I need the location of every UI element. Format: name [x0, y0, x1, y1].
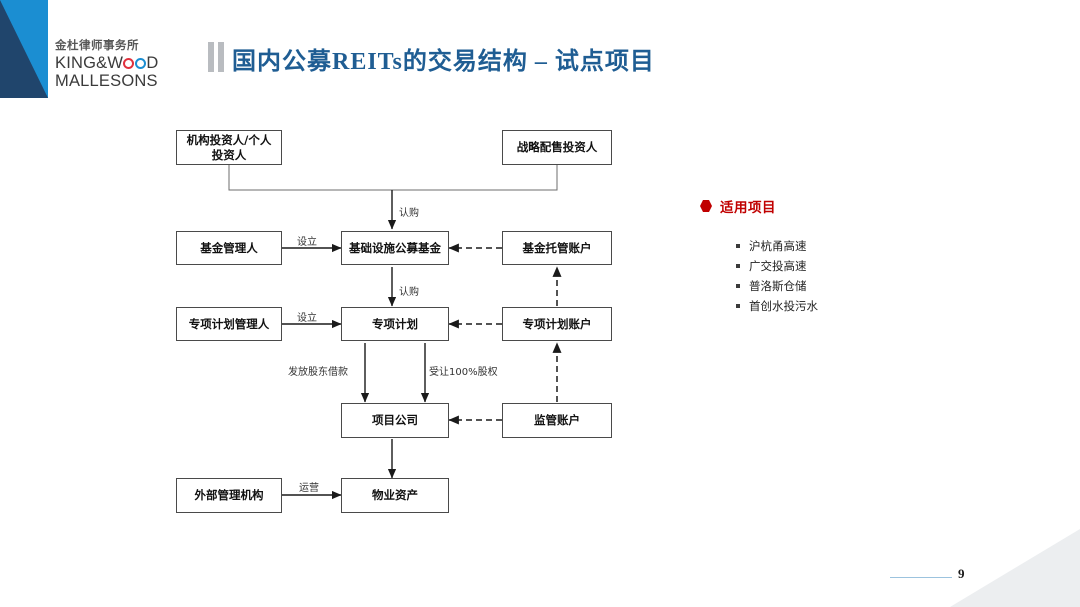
logo-o-red-icon — [123, 57, 135, 69]
list-item-label: 首创水投污水 — [749, 299, 818, 313]
node-fund-manager[interactable]: 基金管理人 — [176, 231, 282, 265]
edge-label-operation: 运营 — [299, 483, 319, 494]
title-bar-1 — [208, 42, 214, 72]
node-strategic-investors-label: 战略配售投资人 — [516, 140, 598, 155]
node-special-plan[interactable]: 专项计划 — [341, 307, 449, 341]
node-institutional-investors-label: 机构投资人/个人投资人 — [186, 132, 272, 162]
corner-decoration — [950, 529, 1080, 607]
list-item-label: 沪杭甬高速 — [749, 239, 807, 253]
edge-label-subscribe-fund: 认购 — [399, 208, 419, 219]
node-supervision-account[interactable]: 监管账户 — [502, 403, 612, 438]
edge-label-establish-plan: 设立 — [297, 313, 317, 324]
logo-english-name: KING&W D MALLESONS — [55, 54, 175, 91]
node-external-manager-label: 外部管理机构 — [194, 488, 264, 503]
list-item-label: 普洛斯仓储 — [749, 279, 807, 293]
node-strategic-investors[interactable]: 战略配售投资人 — [502, 130, 612, 165]
list-item-label: 广交投高速 — [749, 259, 807, 273]
logo-en-line2: MALLESONS — [55, 71, 158, 90]
node-project-company-label: 项目公司 — [372, 413, 418, 428]
node-special-plan-label: 专项计划 — [372, 316, 418, 331]
panel-title: 适用项目 — [720, 200, 776, 216]
edge-label-subscribe-plan: 认购 — [399, 287, 419, 298]
title-bar-2 — [218, 42, 224, 72]
footer-rule — [890, 577, 952, 578]
square-bullet-icon — [736, 244, 740, 248]
list-item[interactable]: 广交投高速 — [736, 258, 1000, 274]
logo-en-part1: KING&W — [55, 53, 124, 72]
node-external-manager[interactable]: 外部管理机构 — [176, 478, 282, 513]
node-special-plan-manager[interactable]: 专项计划管理人 — [176, 307, 282, 341]
node-special-plan-manager-label: 专项计划管理人 — [188, 316, 270, 331]
square-bullet-icon — [736, 264, 740, 268]
square-bullet-icon — [736, 284, 740, 288]
kwm-logo-mark — [0, 0, 48, 98]
page-title: 国内公募REITs的交易结构 – 试点项目 — [232, 49, 655, 75]
logo-en-part2: D — [146, 53, 159, 72]
square-bullet-icon — [736, 304, 740, 308]
list-item[interactable]: 首创水投污水 — [736, 298, 1000, 314]
node-fund-custody-account[interactable]: 基金托管账户 — [502, 231, 612, 265]
kwm-logo-text: 金杜律师事务所 KING&W D MALLESONS — [55, 38, 175, 91]
page-number: 9 — [958, 566, 965, 581]
applicable-projects-list: 沪杭甬高速 广交投高速 普洛斯仓储 首创水投污水 — [736, 238, 1000, 314]
edge-label-acquire-equity: 受让100%股权 — [429, 367, 498, 378]
logo-o-blue-icon — [135, 57, 147, 69]
diagram-connectors — [228, 165, 562, 500]
red-hexagon-bullet-icon — [700, 200, 712, 212]
node-special-plan-account[interactable]: 专项计划账户 — [502, 307, 612, 341]
applicable-projects-panel: 适用项目 沪杭甬高速 广交投高速 普洛斯仓储 首创水投污水 — [700, 196, 1000, 318]
node-project-company[interactable]: 项目公司 — [341, 403, 449, 438]
node-institutional-investors[interactable]: 机构投资人/个人投资人 — [176, 130, 282, 165]
node-fund-custody-account-label: 基金托管账户 — [522, 240, 592, 255]
list-item[interactable]: 普洛斯仓储 — [736, 278, 1000, 294]
title-accent-bars — [208, 42, 224, 72]
node-supervision-account-label: 监管账户 — [534, 413, 580, 428]
node-property-asset[interactable]: 物业资产 — [341, 478, 449, 513]
node-fund-manager-label: 基金管理人 — [200, 240, 258, 255]
transaction-structure-diagram: 机构投资人/个人投资人 战略配售投资人 基金管理人 基础设施公募基金 基金托管账… — [176, 130, 612, 513]
panel-header: 适用项目 — [700, 196, 1000, 216]
node-special-plan-account-label: 专项计划账户 — [522, 316, 592, 331]
node-infrastructure-public-fund-label: 基础设施公募基金 — [349, 240, 441, 255]
edge-label-establish-fund: 设立 — [297, 237, 317, 248]
node-infrastructure-public-fund[interactable]: 基础设施公募基金 — [341, 231, 449, 265]
list-item[interactable]: 沪杭甬高速 — [736, 238, 1000, 254]
edge-label-shareholder-loan: 发放股东借款 — [288, 367, 348, 378]
logo-chinese-name: 金杜律师事务所 — [55, 38, 139, 52]
node-property-asset-label: 物业资产 — [372, 488, 418, 503]
